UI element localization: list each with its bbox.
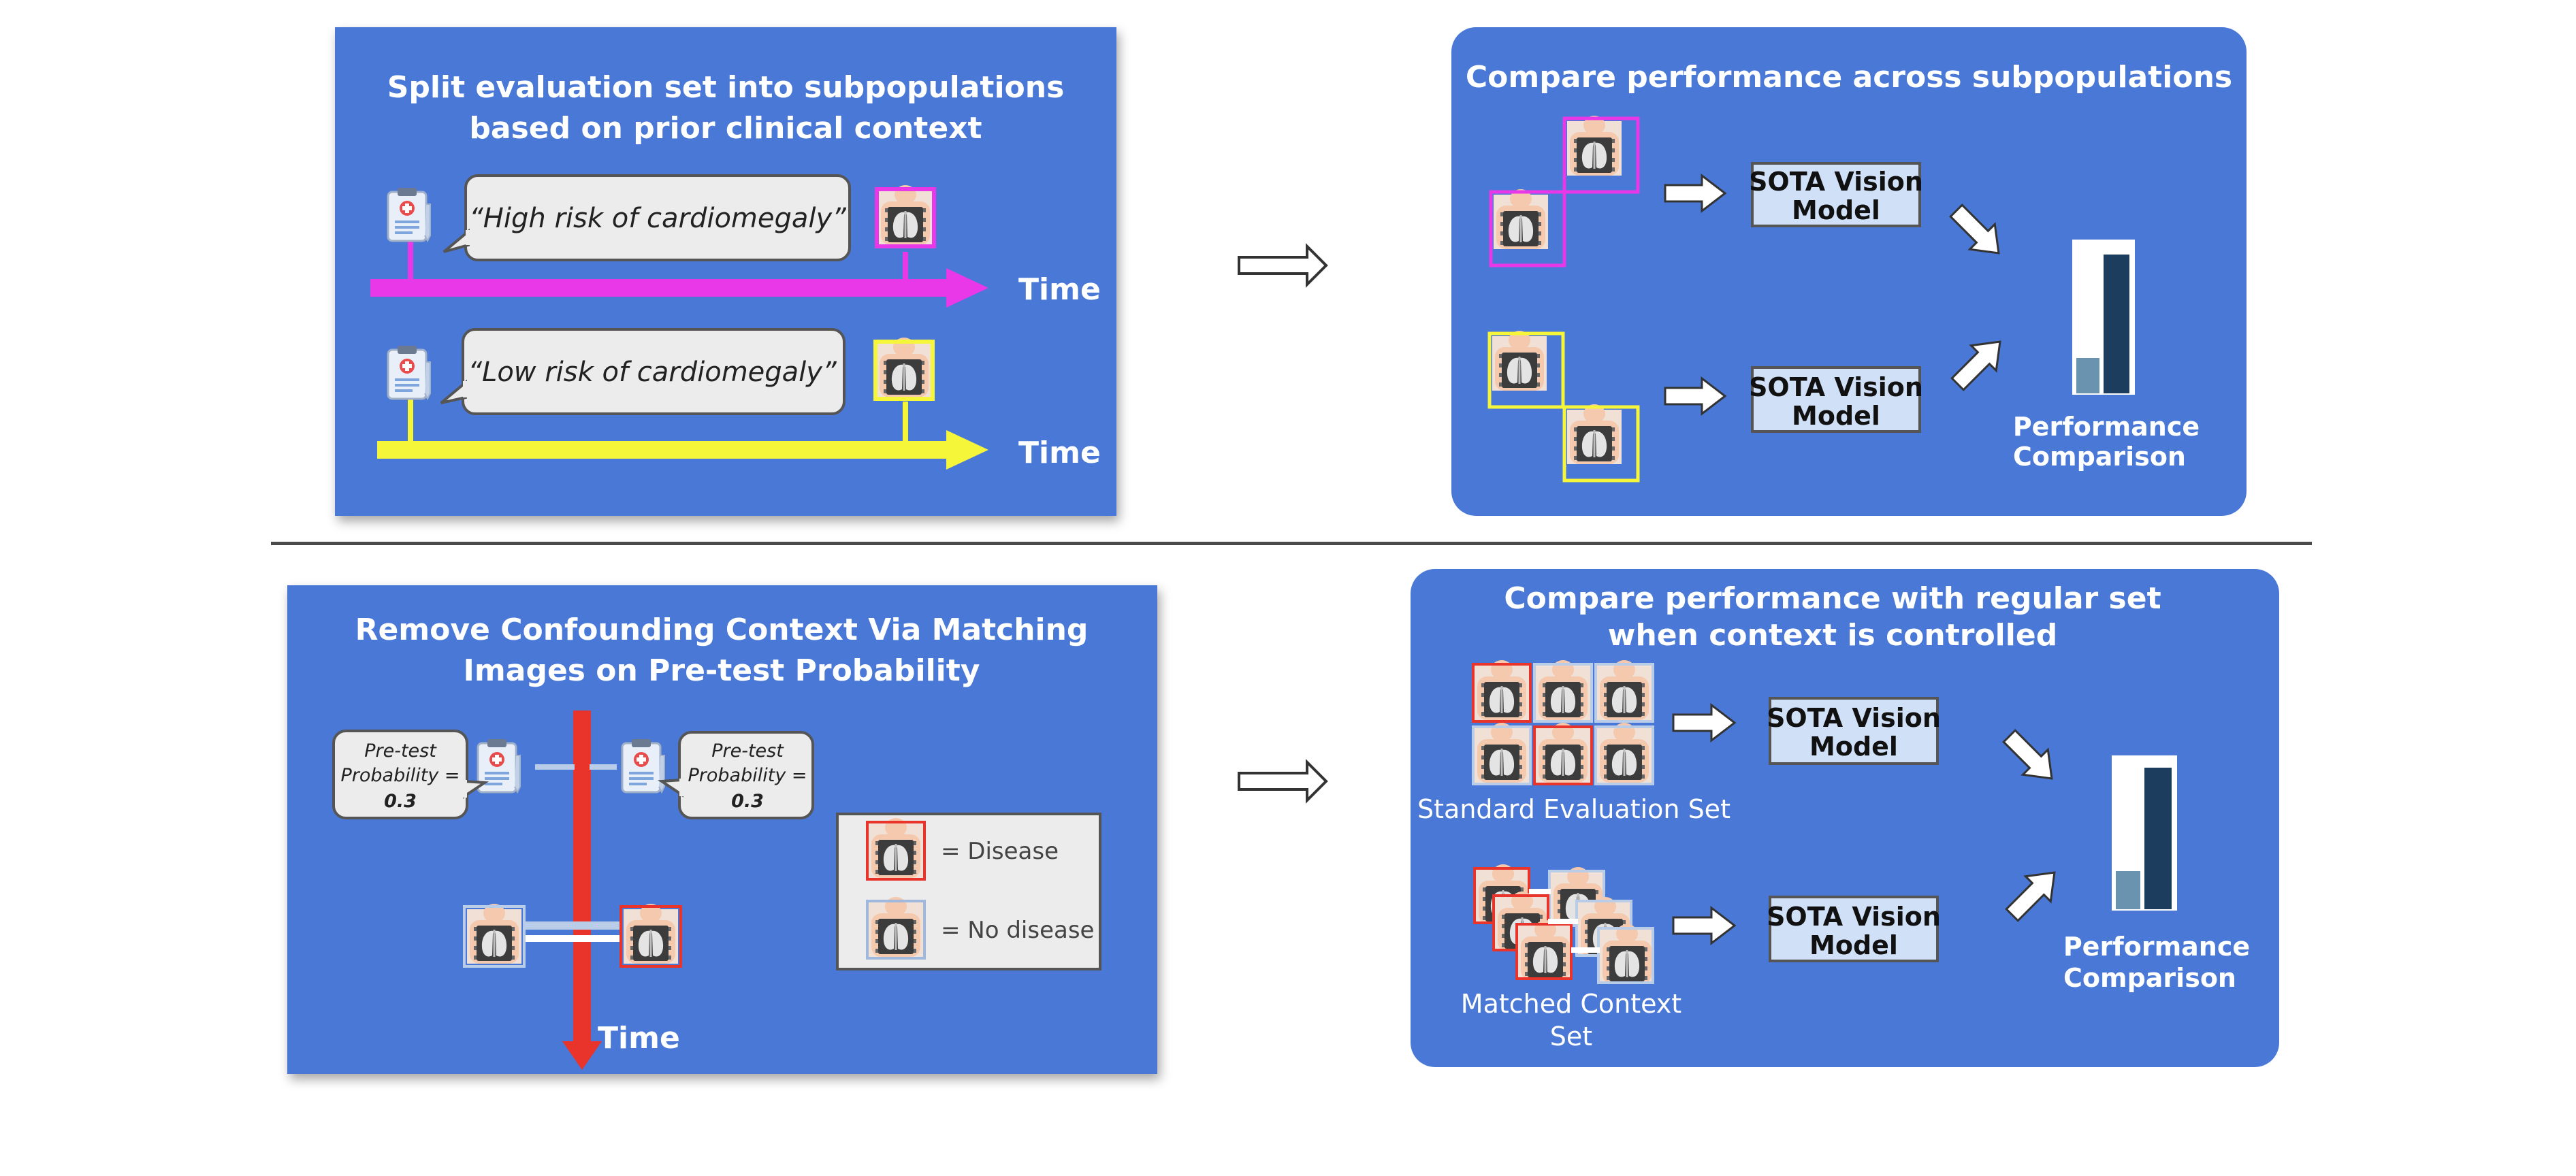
legend-no-disease-icon xyxy=(866,897,926,960)
pretest-left-line2: Probability = xyxy=(341,765,460,786)
pretest-bubble-right xyxy=(678,731,814,819)
model-lower-line1: SOTA Vision xyxy=(1749,372,1923,402)
model-standard-line1: SOTA Vision xyxy=(1767,703,1941,733)
pretest-right-line2: Probability = xyxy=(688,765,807,786)
bar-light-bottom xyxy=(2116,871,2140,909)
clinical-note-icon-right xyxy=(621,738,666,794)
xray-icon-disease-match xyxy=(619,904,682,968)
panel-compare-subpopulations xyxy=(1451,27,2247,516)
connector-arrow-top xyxy=(1238,243,1328,288)
pretest-left-line1: Pre-test xyxy=(364,740,437,762)
red-timeline-arrowhead xyxy=(562,1041,602,1070)
model-lower-line2: Model xyxy=(1792,401,1880,431)
bar-dark-top xyxy=(2104,255,2129,393)
panel-split-evaluation xyxy=(335,27,1116,516)
red-timeline xyxy=(573,710,591,1044)
model-box-standard xyxy=(1769,697,1939,765)
panel-remove-title-line2: Images on Pre-test Probability xyxy=(464,653,980,688)
performance-label-bottom-line2: Comparison xyxy=(2063,963,2236,993)
matched-set-label-line1: Matched Context xyxy=(1461,989,1681,1019)
panel-split-title-line2: based on prior clinical context xyxy=(469,111,982,146)
performance-label-bottom-line1: Performance xyxy=(2063,932,2250,962)
performance-label-top-line1: Performance xyxy=(2013,412,2200,442)
legend-disease-icon xyxy=(866,818,926,881)
panel-controlled-title-line1: Compare performance with regular set xyxy=(1504,581,2161,616)
horizontal-divider xyxy=(271,542,2312,545)
model-upper-line2: Model xyxy=(1792,195,1880,225)
model-box-matched xyxy=(1769,896,1939,962)
performance-bar-chart-bottom xyxy=(2112,755,2177,911)
pretest-right-line1: Pre-test xyxy=(711,740,784,762)
xray-icon-no-disease-match xyxy=(463,904,526,968)
yellow-timeline xyxy=(377,441,949,459)
quote-bubble-high xyxy=(464,174,851,261)
magenta-timeline-arrowhead xyxy=(946,268,988,308)
clinical-note-icon-low xyxy=(387,344,432,400)
quote-high-risk: “High risk of cardiomegaly” xyxy=(469,203,846,234)
matched-context-cluster xyxy=(1473,864,1654,984)
model-upper-line1: SOTA Vision xyxy=(1749,167,1923,197)
magenta-timeline xyxy=(370,279,949,297)
standard-evaluation-grid xyxy=(1472,660,1654,785)
performance-bar-chart-top xyxy=(2072,240,2135,395)
connector-arrow-bottom xyxy=(1238,759,1328,804)
xray-icon-magenta xyxy=(875,185,936,248)
performance-label-top-line2: Comparison xyxy=(2013,442,2186,472)
diagonal-arrow-down-bottom xyxy=(2002,729,2053,780)
time-label-yellow: Time xyxy=(1018,436,1101,470)
bar-dark-bottom xyxy=(2144,768,2172,909)
yellow-timeline-arrowhead xyxy=(946,430,988,470)
panel-compare-title: Compare performance across subpopulation… xyxy=(1466,60,2232,95)
arrow-to-model-matched xyxy=(1672,905,1737,946)
model-box-upper xyxy=(1751,162,1921,227)
legend-disease-label: = Disease xyxy=(941,838,1059,865)
diagonal-arrow-down xyxy=(1949,203,2000,255)
panel-controlled-title-line2: when context is controlled xyxy=(1608,618,2057,653)
bar-light-top xyxy=(2076,358,2099,393)
model-standard-line2: Model xyxy=(1809,732,1898,762)
panel-split-title-line1: Split evaluation set into subpopulations xyxy=(387,70,1065,105)
legend-no-disease-label: = No disease xyxy=(941,917,1094,944)
model-matched-line2: Model xyxy=(1809,930,1898,960)
matched-set-label-line2: Set xyxy=(1550,1022,1592,1051)
panel-remove-title-line1: Remove Confounding Context Via Matching xyxy=(355,612,1089,647)
quote-bubble-low xyxy=(462,328,846,415)
diagonal-arrow-up xyxy=(1950,340,2001,391)
time-label-magenta: Time xyxy=(1018,272,1101,307)
model-matched-line1: SOTA Vision xyxy=(1767,902,1941,932)
arrow-to-model-lower xyxy=(1664,376,1727,416)
xray-group-magenta xyxy=(1489,116,1640,267)
pretest-left-value: 0.3 xyxy=(384,791,417,812)
time-label-red: Time xyxy=(598,1021,680,1056)
pretest-bubble-left xyxy=(332,730,468,819)
xray-group-yellow xyxy=(1487,331,1640,483)
arrow-to-model-upper xyxy=(1664,173,1727,214)
pretest-right-value: 0.3 xyxy=(731,791,764,812)
standard-evaluation-set-label: Standard Evaluation Set xyxy=(1417,794,1730,824)
xray-icon-yellow xyxy=(873,338,935,401)
arrow-to-model-standard xyxy=(1672,702,1737,743)
diagonal-arrow-up-bottom xyxy=(2005,871,2056,922)
quote-low-risk: “Low risk of cardiomegaly” xyxy=(468,357,837,388)
model-box-lower xyxy=(1751,366,1921,433)
clinical-note-icon-high xyxy=(387,186,432,242)
